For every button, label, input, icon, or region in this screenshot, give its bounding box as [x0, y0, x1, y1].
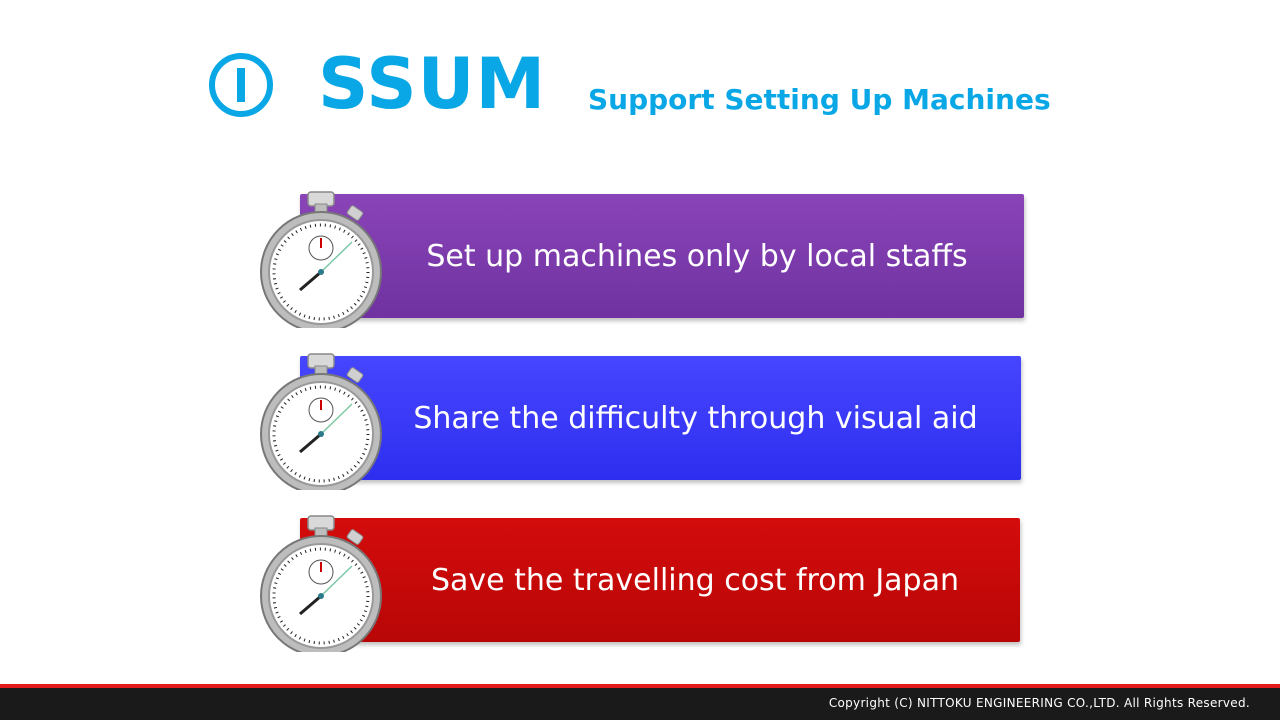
- feature-bar-2: Share the difficulty through visual aid: [300, 356, 1021, 480]
- feature-bar-1: Set up machines only by local staffs: [300, 194, 1024, 318]
- feature-label-2: Share the difficulty through visual aid: [413, 400, 978, 436]
- footer-bar: Copyright (C) NITTOKU ENGINEERING CO.,LT…: [0, 684, 1280, 720]
- circled-one-icon: [209, 53, 273, 117]
- feature-label-1: Set up machines only by local staffs: [426, 238, 968, 274]
- slide-header: SSUM Support Setting Up Machines: [0, 0, 1280, 150]
- slide-title: SSUM: [318, 43, 547, 125]
- copyright-text: Copyright (C) NITTOKU ENGINEERING CO.,LT…: [828, 696, 1250, 710]
- feature-bar-3: Save the travelling cost from Japan: [300, 518, 1020, 642]
- stopwatch-icon: [260, 353, 382, 490]
- feature-label-3: Save the travelling cost from Japan: [430, 562, 960, 598]
- slide-subtitle: Support Setting Up Machines: [588, 83, 1051, 116]
- stopwatch-icon: [260, 191, 382, 328]
- stopwatch-icon: [260, 515, 382, 652]
